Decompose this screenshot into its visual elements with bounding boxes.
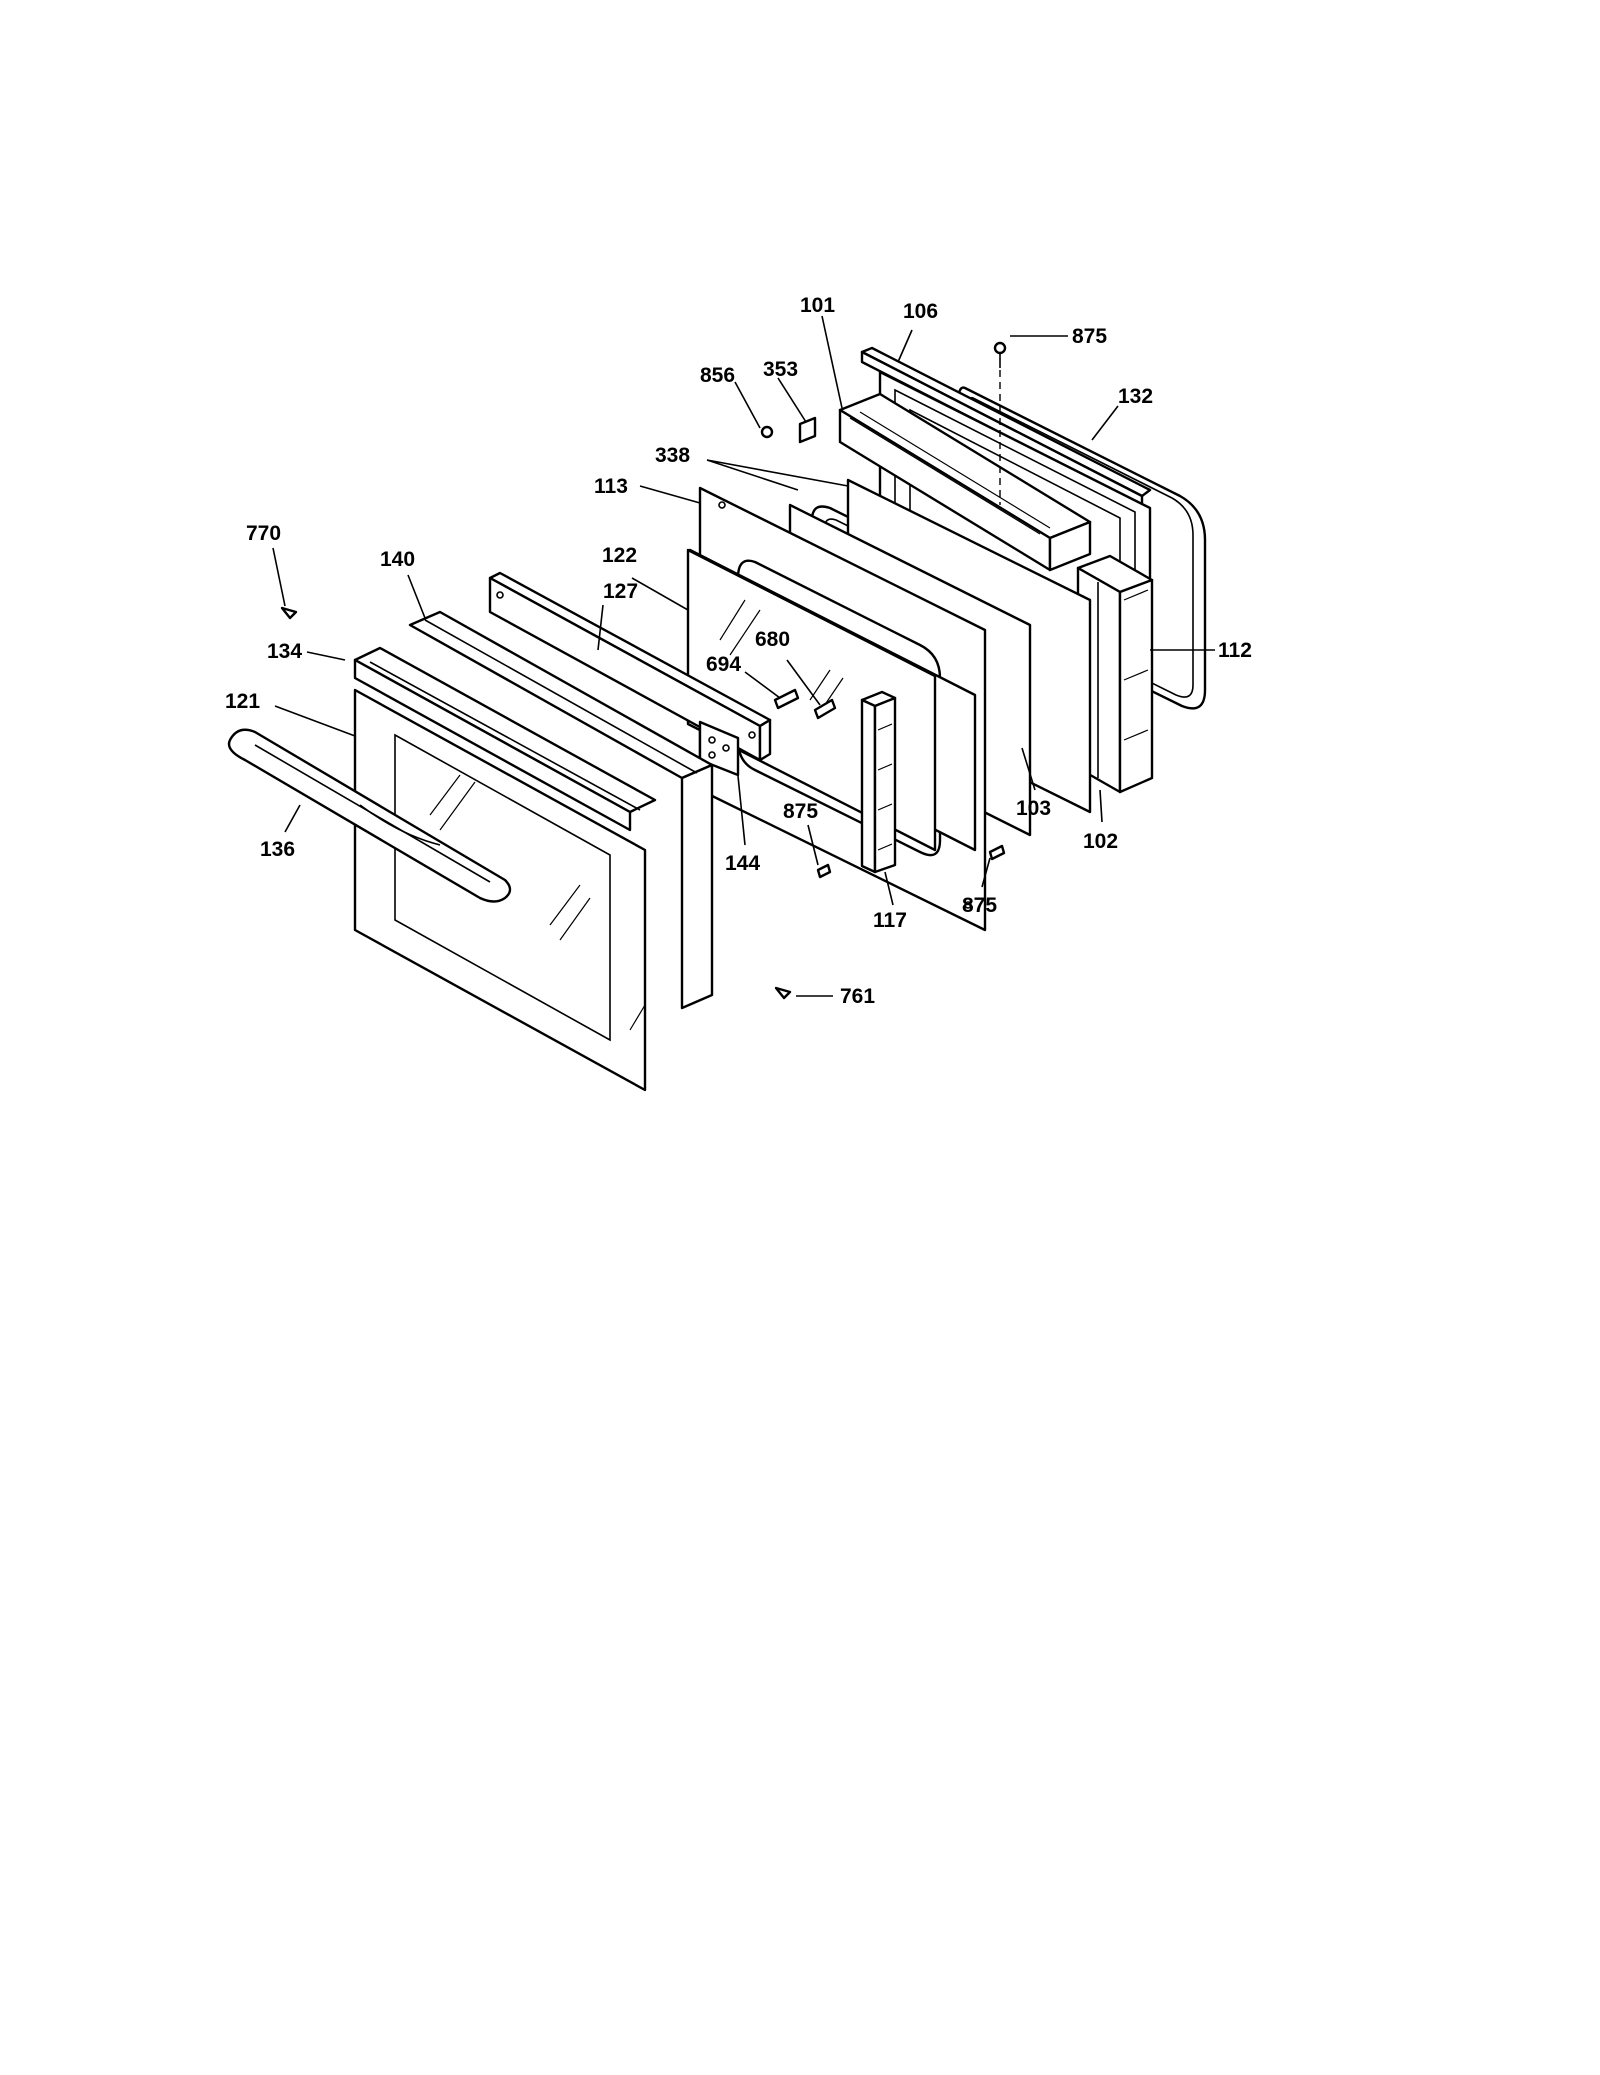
callout-102: 102 (1083, 830, 1118, 853)
callout-121: 121 (225, 690, 260, 713)
part-144-hinge-plate (698, 720, 740, 777)
part-136-handle (227, 728, 512, 903)
callout-136: 136 (260, 838, 295, 861)
callout-353: 353 (763, 358, 798, 381)
callout-680: 680 (755, 628, 790, 651)
part-134-top-trim (353, 646, 657, 832)
callout-101: 101 (800, 294, 835, 317)
callout-875-top: 875 (1072, 325, 1107, 348)
callout-856: 856 (700, 364, 735, 387)
callout-106: 106 (903, 300, 938, 323)
callout-134: 134 (267, 640, 302, 663)
part-140-door-frame (408, 610, 714, 1010)
part-875-screw-top (993, 341, 1007, 368)
callout-103: 103 (1016, 797, 1051, 820)
part-761-screw (774, 986, 792, 1000)
callout-122: 122 (602, 544, 637, 567)
callout-112: 112 (1218, 639, 1252, 662)
callout-132: 132 (1118, 385, 1153, 408)
part-694-screw (773, 688, 800, 710)
part-127-bar (488, 571, 772, 762)
callout-127: 127 (603, 580, 638, 603)
callout-875-mid: 875 (783, 800, 818, 823)
callout-117: 117 (873, 909, 907, 932)
part-680-screw (813, 698, 837, 720)
callout-144: 144 (725, 852, 760, 875)
callout-113: 113 (594, 475, 628, 498)
callout-761: 761 (840, 985, 875, 1008)
part-101-top-bracket (838, 392, 1092, 572)
callout-770: 770 (246, 522, 281, 545)
callout-140: 140 (380, 548, 415, 571)
part-856-screw (760, 425, 774, 439)
callout-694: 694 (706, 653, 741, 676)
part-875-screw-mid (816, 863, 832, 879)
part-875-screw-right (988, 844, 1006, 861)
part-117-strip (860, 690, 897, 874)
callout-338: 338 (655, 444, 690, 467)
part-770-screw (280, 606, 298, 620)
part-106-top-channel (860, 346, 1152, 507)
callout-875-right: 875 (962, 894, 997, 917)
part-353-clip (798, 416, 817, 444)
leader-lines (272, 315, 1215, 997)
